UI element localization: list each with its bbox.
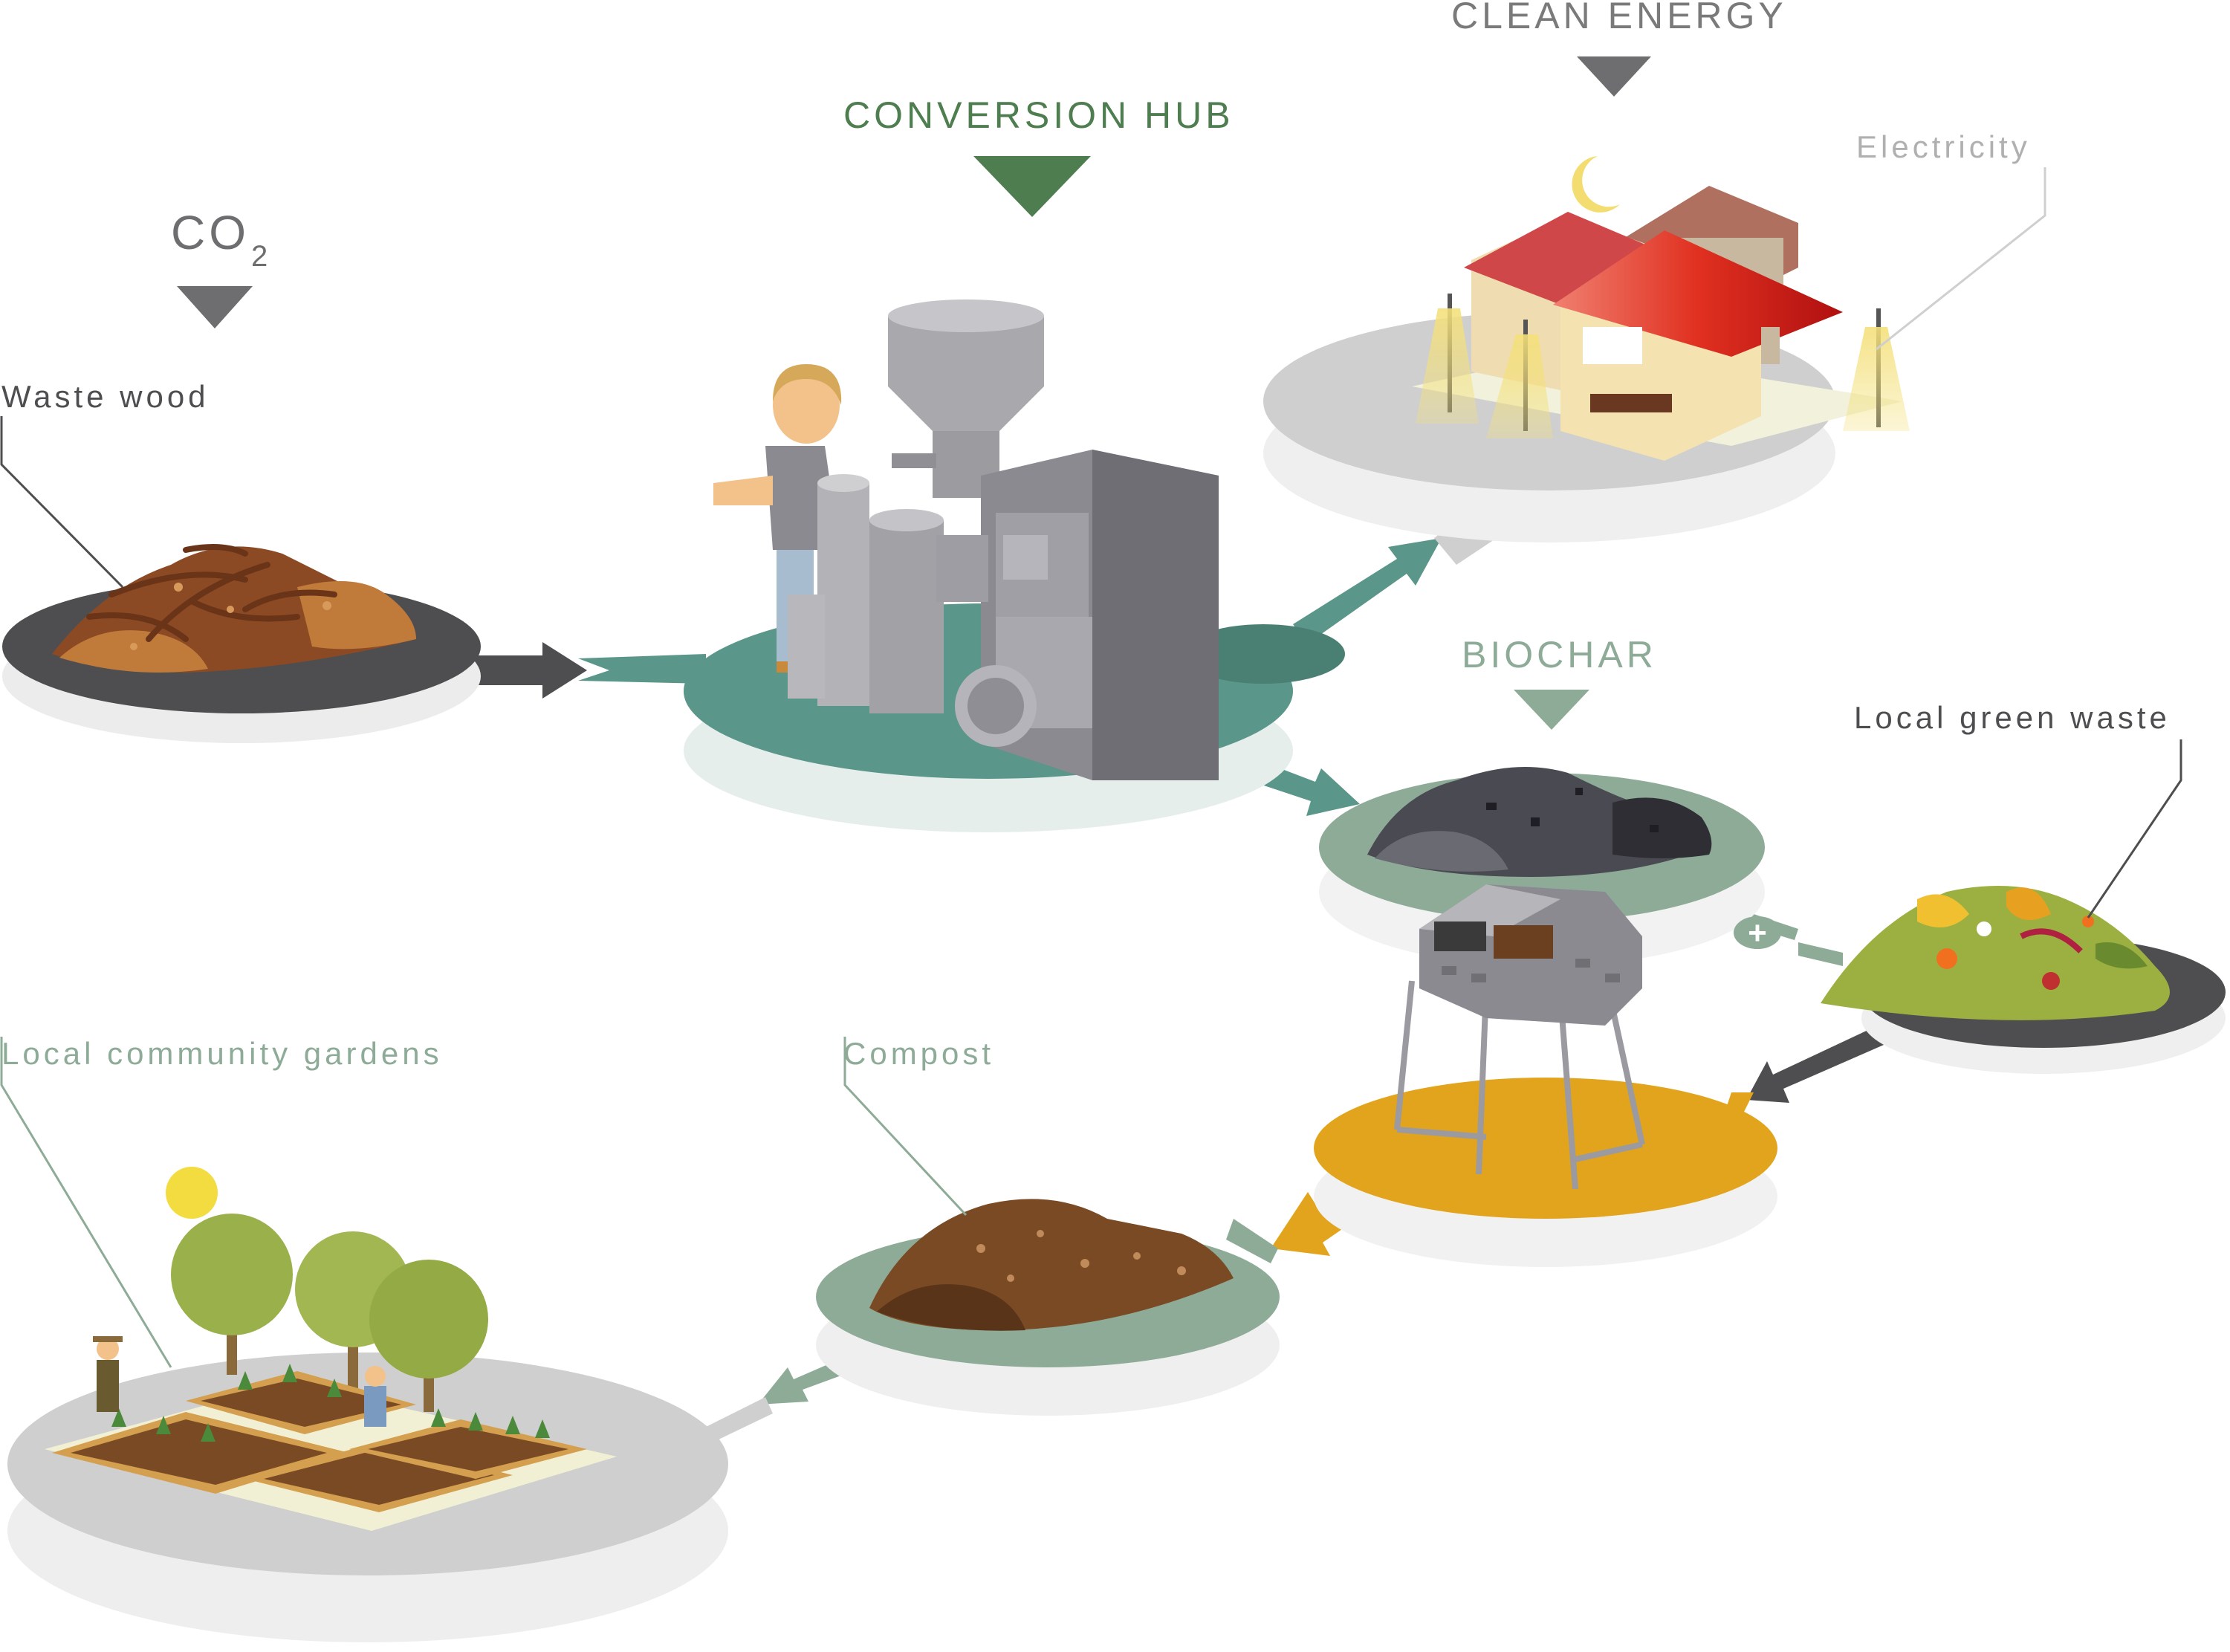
green-waste-pile [1821,886,2170,1020]
arrow-gardens-tail [699,1397,773,1449]
compost-pile [869,1199,1234,1331]
co2-pointer [177,286,253,328]
community-gardens [45,1167,617,1531]
leader-lines [0,167,2182,1368]
composter-bin [1394,884,1645,1190]
street-lights [1416,294,1910,438]
operator-person [713,364,842,673]
waste-wood-label: Waste wood [1,379,210,414]
sun-icon [166,1167,218,1219]
co2-label: CO [171,206,250,259]
moon-icon [1572,156,1620,213]
biochar-pile [1367,767,1712,877]
arrow-greenwaste-to-composter [1746,1018,1902,1103]
green-waste-label: Local green waste [1854,700,2171,735]
arrow-waste-to-hub-dark [446,642,587,699]
clean-energy-pointer [1577,56,1651,97]
gardener-right [364,1366,386,1427]
clean-energy-houses [1412,156,1910,461]
biochar-label: BIOCHAR [1462,634,1657,676]
connector-greenwaste-stub [1798,942,1843,966]
gardener-left [93,1336,123,1412]
arrow-waste-to-hub-teal [578,654,706,684]
trees [171,1214,488,1412]
conversion-hub-pointer [973,156,1091,217]
conversion-hub-label: CONVERSION HUB [843,94,1234,136]
labels: CO 2 Waste wood CONVERSION HUB CLEAN ENE… [1,0,2171,1071]
conversion-hub-machine [713,299,1219,780]
co2-subscript: 2 [251,240,268,273]
arrow-compost-from-composter-tail [1226,1219,1278,1263]
compost-label: Compost [843,1036,994,1071]
gardens-label: Local community gardens [1,1036,443,1071]
arrow-hub-to-energy [1293,538,1442,644]
clean-energy-label: CLEAN ENERGY [1451,0,1787,36]
plus-sign: + [1748,915,1767,951]
electricity-label: Electricity [1856,129,2031,164]
biochar-pointer [1514,690,1589,730]
plus-badge: + [1734,915,1781,951]
waste-wood-pile [52,544,416,673]
